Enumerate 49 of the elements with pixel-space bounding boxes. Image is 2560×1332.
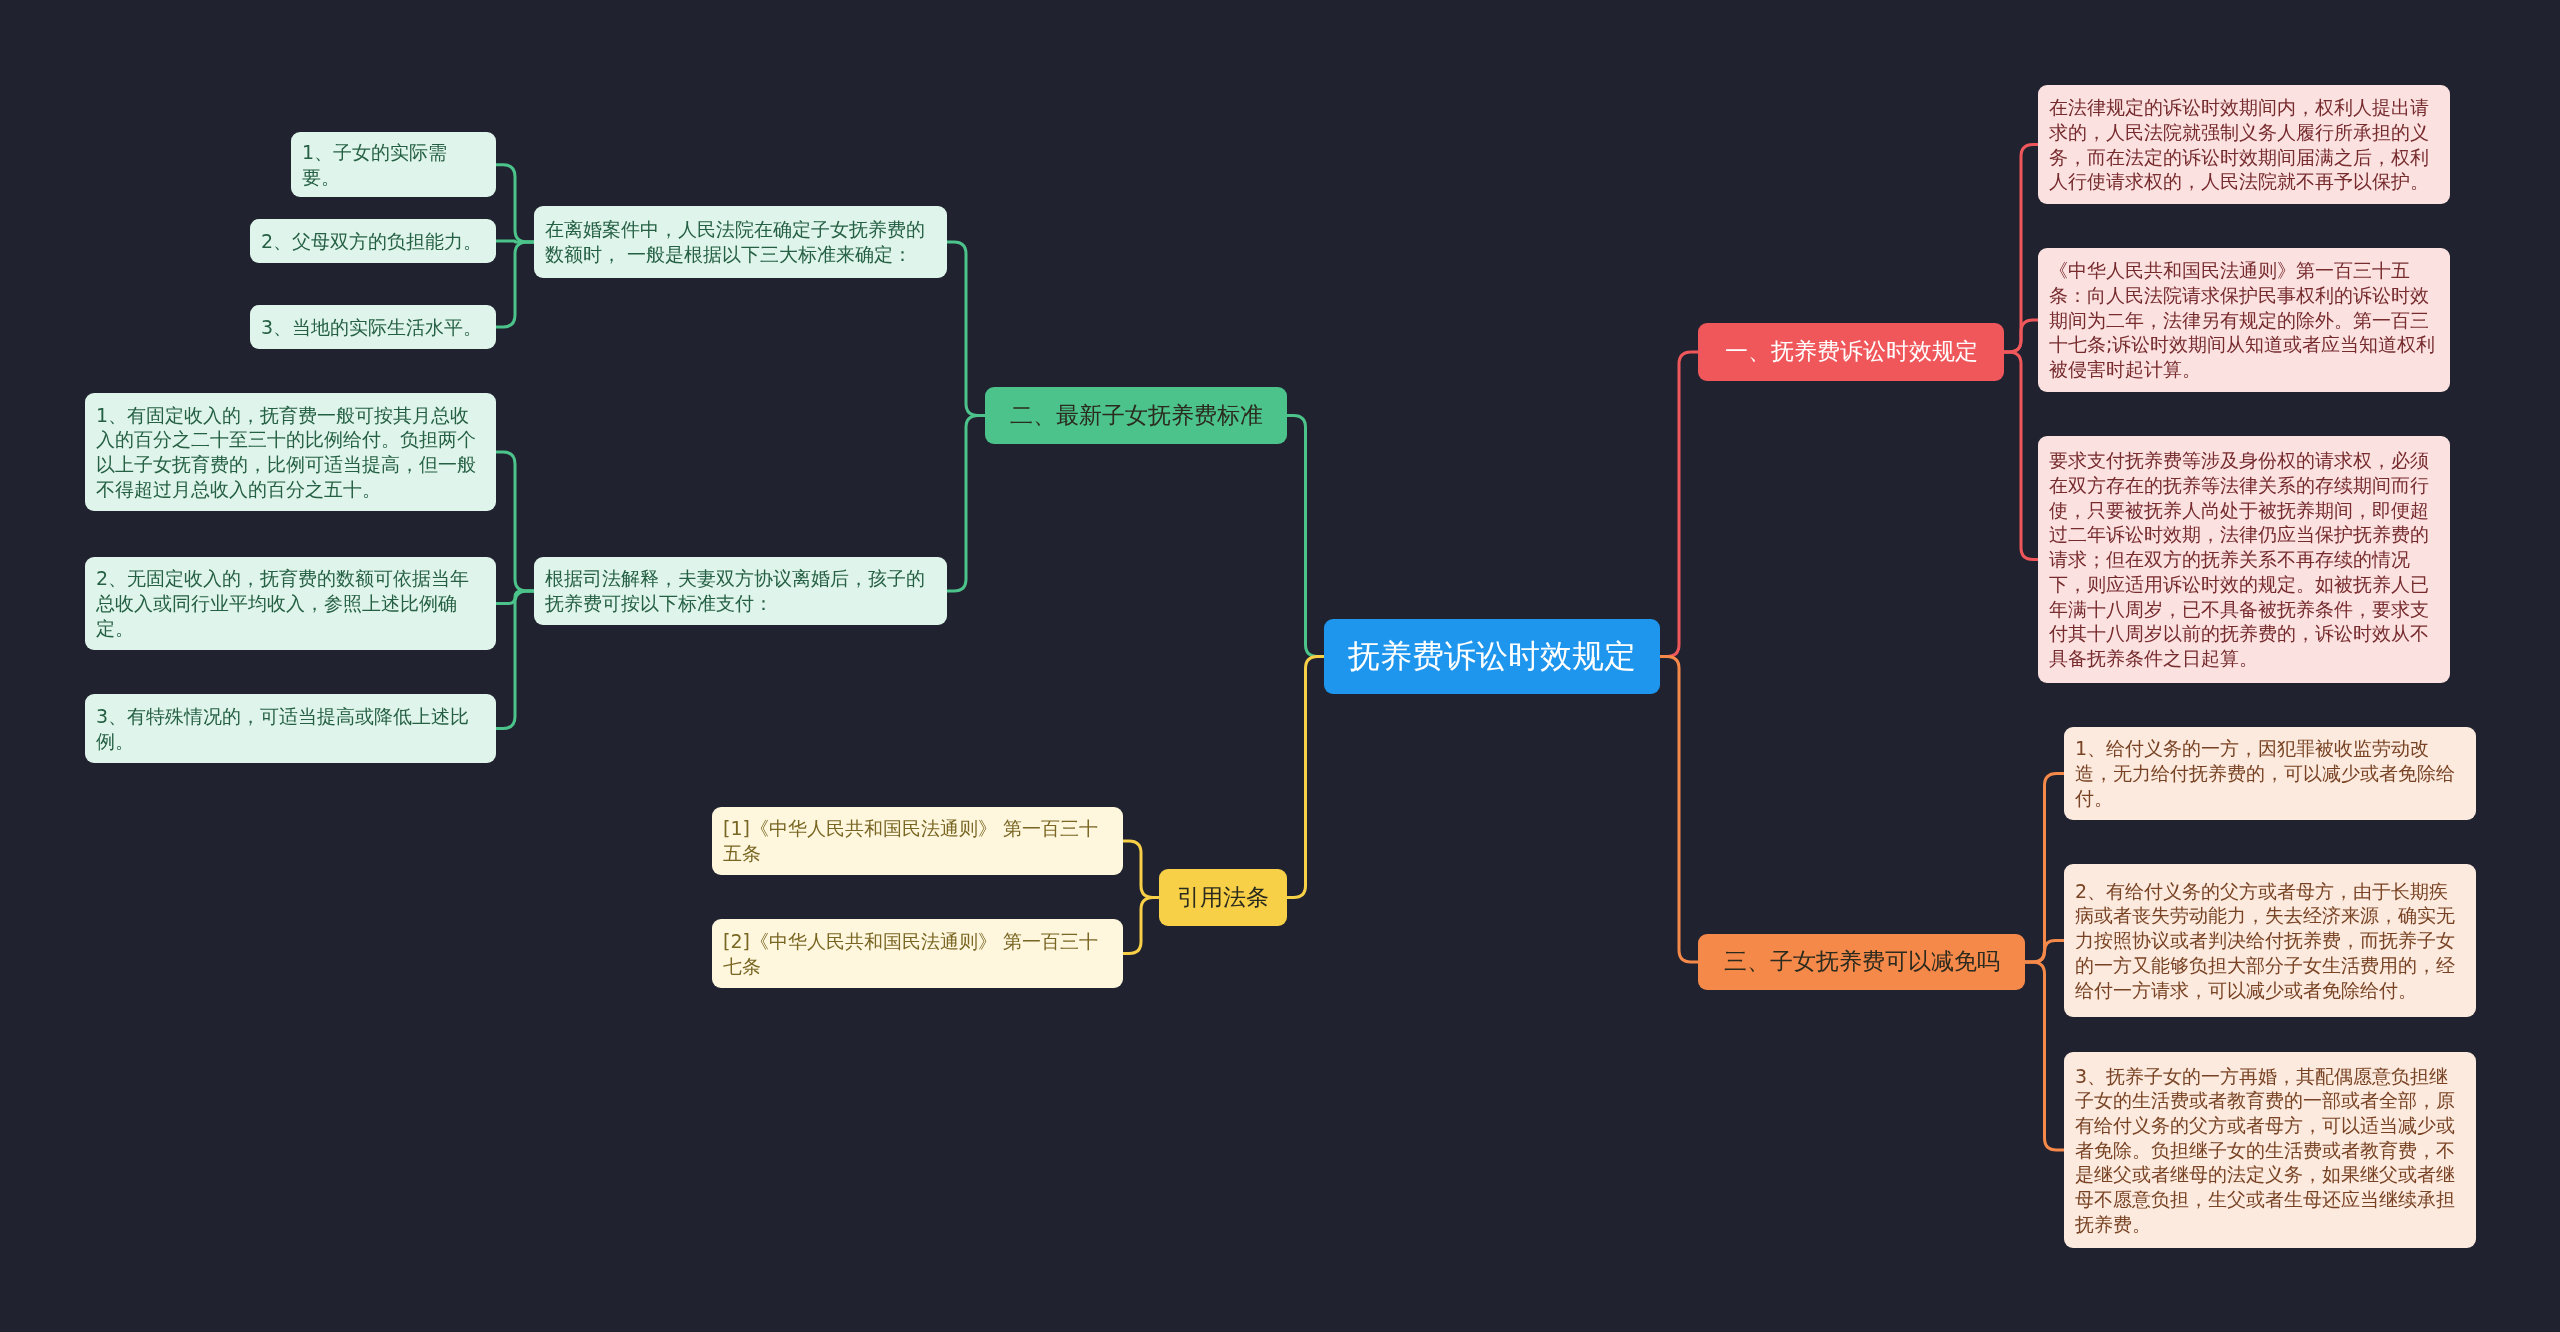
topic-text: 3、抚养子女的一方再婚，其配偶愿意负担继子女的生活费或者教育费的一部或者全部，原有给付义务的父方或者母方，可以适当减少或者免除。负担继子女的生活费或者教育费，不是继父或者继母的法定义务，如果继父或者继母不愿意负担，生父或者生母还应当继续承担抚养费。 (2075, 1063, 2456, 1237)
connector-line (1123, 896, 1159, 955)
subtopic-box (534, 206, 947, 278)
topic-text: 《中华人民共和国民法通则》第一百三十五条：向人民法院请求保护民事权利的诉讼时效期间为二年，法律另有规定的除外。第一百三十七条;诉讼时效期间从知道或者应当知道权利被侵害时起计算。 (2049, 258, 2437, 382)
subtopic-box (2038, 85, 2450, 204)
subtopic-box (534, 557, 947, 625)
connector-line (1287, 655, 1324, 899)
topic-text: 2、有给付义务的父方或者母方，由于长期疾病或者丧失劳动能力，失去经济来源，确实无力按照协议或者判决给付抚养费，而抚养子女的一方又能够负担大部分子女生活费用的，经给付一方请求，可以减少或者免除给付。 (2075, 878, 2456, 1003)
branch-topic-box (1698, 934, 2025, 990)
subtopic-box (250, 305, 496, 349)
subtopic-box (712, 919, 1123, 988)
topic-text: 引用法条 (1177, 883, 1269, 912)
topic-text: 1、子女的实际需要。 (302, 140, 449, 190)
topic-text: [2]《中华人民共和国民法通则》 第一百三十七条 (723, 928, 1099, 979)
topic-text: 3、有特殊情况的，可适当提高或降低上述比例。 (96, 703, 471, 754)
subtopic-box (2038, 436, 2450, 683)
subtopic-box (2064, 1052, 2476, 1248)
branch-topic-box (1159, 869, 1287, 926)
topic-text: [1]《中华人民共和国民法通则》 第一百三十五条 (723, 816, 1099, 866)
subtopic-box (291, 132, 496, 198)
topic-text: 1、有固定收入的，抚育费一般可按其月总收入的百分之二十至三十的比例给付。负担两个以上子女抚育费的，比例可适当提高，但一般不得超过月总收入的百分之五十。 (96, 402, 477, 502)
connector-line (1660, 655, 1698, 964)
topic-text: 3、当地的实际生活水平。 (261, 314, 483, 340)
topic-text: 一、抚养费诉讼时效规定 (1724, 338, 1978, 366)
branch-topic-box (985, 387, 1287, 444)
subtopic-box (2064, 864, 2476, 1017)
subtopic-box (2064, 727, 2476, 820)
subtopic-box (712, 807, 1123, 875)
connector-line (496, 240, 534, 329)
topic-text: 1、给付义务的一方，因犯罪被收监劳动改造，无力给付抚养费的，可以减少或者免除给付。 (2075, 736, 2456, 811)
topic-text: 2、无固定收入的，抚育费的数额可依据当年总收入或同行业平均收入，参照上述比例确定。 (96, 566, 471, 641)
topic-text: 2、父母双方的负担能力。 (261, 228, 483, 254)
connector-line (496, 589, 534, 730)
central-topic-box (1324, 619, 1660, 694)
connector-line (947, 414, 985, 593)
subtopic-box (250, 219, 496, 263)
topic-text: 三、子女抚养费可以减免吗 (1723, 948, 2000, 976)
branch-topic-box (1698, 323, 2004, 381)
topic-text: 在法律规定的诉讼时效期间内，权利人提出请求的，人民法院就强制义务人履行所承担的义务，而在法定的诉讼时效期间届满之后，权利人行使请求权的，人民法院就不再予以保护。 (2049, 95, 2430, 194)
topic-text: 根据司法解释，夫妻双方协议离婚后，孩子的抚养费可按以下标准支付： (545, 566, 926, 616)
subtopic-box (85, 393, 496, 511)
subtopic-box (2038, 248, 2450, 392)
topic-text: 抚养费诉讼时效规定 (1348, 637, 1636, 676)
topic-text: 在离婚案件中，人民法院在确定子女抚养费的数额时， 一般是根据以下三大标准来确定： (545, 217, 926, 267)
subtopic-box (85, 694, 496, 763)
topic-text: 要求支付抚养费等涉及身份权的请求权，必须在双方存在的抚养等法律关系的存续期间而行使，只要被抚养人尚处于被抚养期间，即便超过二年诉讼时效期，法律仍应当保护抚养费的请求；但在双方的抚养关系不再存续的情况下，则应适用诉讼时效的规定。如被抚养人已年满十八周岁，已不具备被抚养条件，要求支付其十八周岁以前的抚养费的，诉讼时效从不具备抚养条件之日起算。 (2049, 448, 2430, 671)
subtopic-box (85, 557, 496, 650)
connector-line (2025, 960, 2064, 1152)
topic-text: 二、最新子女抚养费标准 (1009, 401, 1263, 430)
